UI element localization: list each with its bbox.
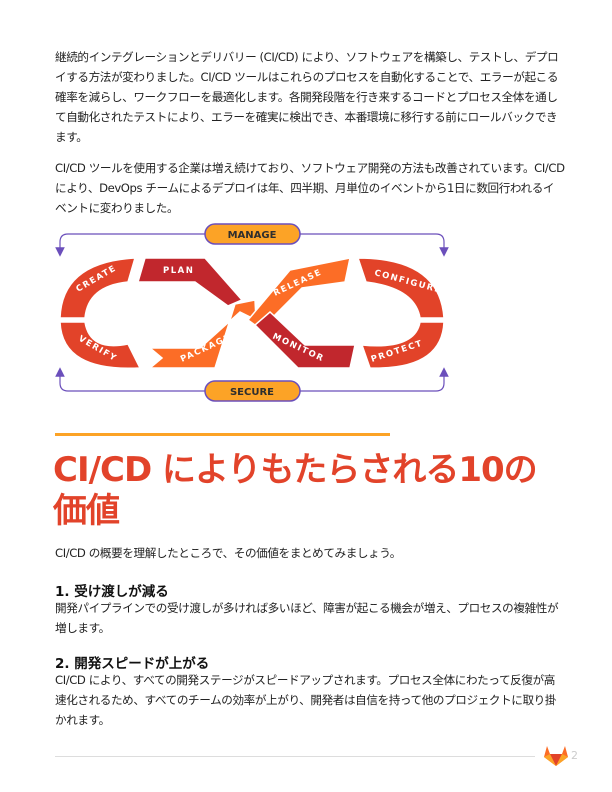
stage-protect bbox=[360, 321, 445, 369]
page-number: 2 bbox=[571, 749, 578, 762]
item-2-heading: 2. 開発スピードが上がる bbox=[55, 656, 210, 672]
manage-label: MANAGE bbox=[228, 230, 277, 241]
stage-monitor bbox=[253, 310, 356, 369]
section-divider bbox=[55, 433, 390, 436]
footer-rule bbox=[55, 756, 535, 757]
section-lead: CI/CD の概要を理解したところで、その価値をまとめてみましょう。 bbox=[55, 546, 401, 560]
item-1-heading: 1. 受け渡しが減る bbox=[55, 584, 169, 600]
section-title: CI/CD によりもたらされる10の価値 bbox=[53, 450, 538, 531]
intro-paragraph-2: CI/CD ツールを使用する企業は増え続けており、ソフトウェア開発の方法も改善さ… bbox=[55, 161, 565, 215]
item-2-body: CI/CD により、すべての開発ステージがスピードアップされます。プロセス全体に… bbox=[55, 673, 557, 727]
stage-plan-label: PLAN bbox=[163, 266, 194, 276]
manage-arrow-left bbox=[55, 233, 205, 257]
manage-arrow-right bbox=[300, 233, 449, 257]
stage-verify bbox=[59, 321, 142, 370]
stage-package bbox=[147, 299, 257, 369]
devops-lifecycle-diagram: MANAGE SECURE CREATE PLAN VERIFY PACKAGE… bbox=[55, 223, 449, 402]
secure-label: SECURE bbox=[230, 387, 274, 398]
intro-paragraph-1: 継続的インテグレーションとデリバリー (CI/CD) により、ソフトウェアを構築… bbox=[55, 50, 559, 144]
secure-arrow-right bbox=[300, 367, 449, 392]
manage-pill bbox=[204, 223, 301, 245]
secure-arrow-left bbox=[55, 367, 205, 392]
stage-configure bbox=[356, 257, 445, 319]
item-1-body: 開発パイプラインでの受け渡しが多ければ多いほど、障害が起こる機会が増え、プロセス… bbox=[55, 601, 559, 635]
stage-create bbox=[59, 257, 137, 319]
gitlab-logo-icon bbox=[544, 746, 568, 766]
stage-plan bbox=[137, 257, 244, 307]
secure-pill bbox=[204, 380, 301, 402]
